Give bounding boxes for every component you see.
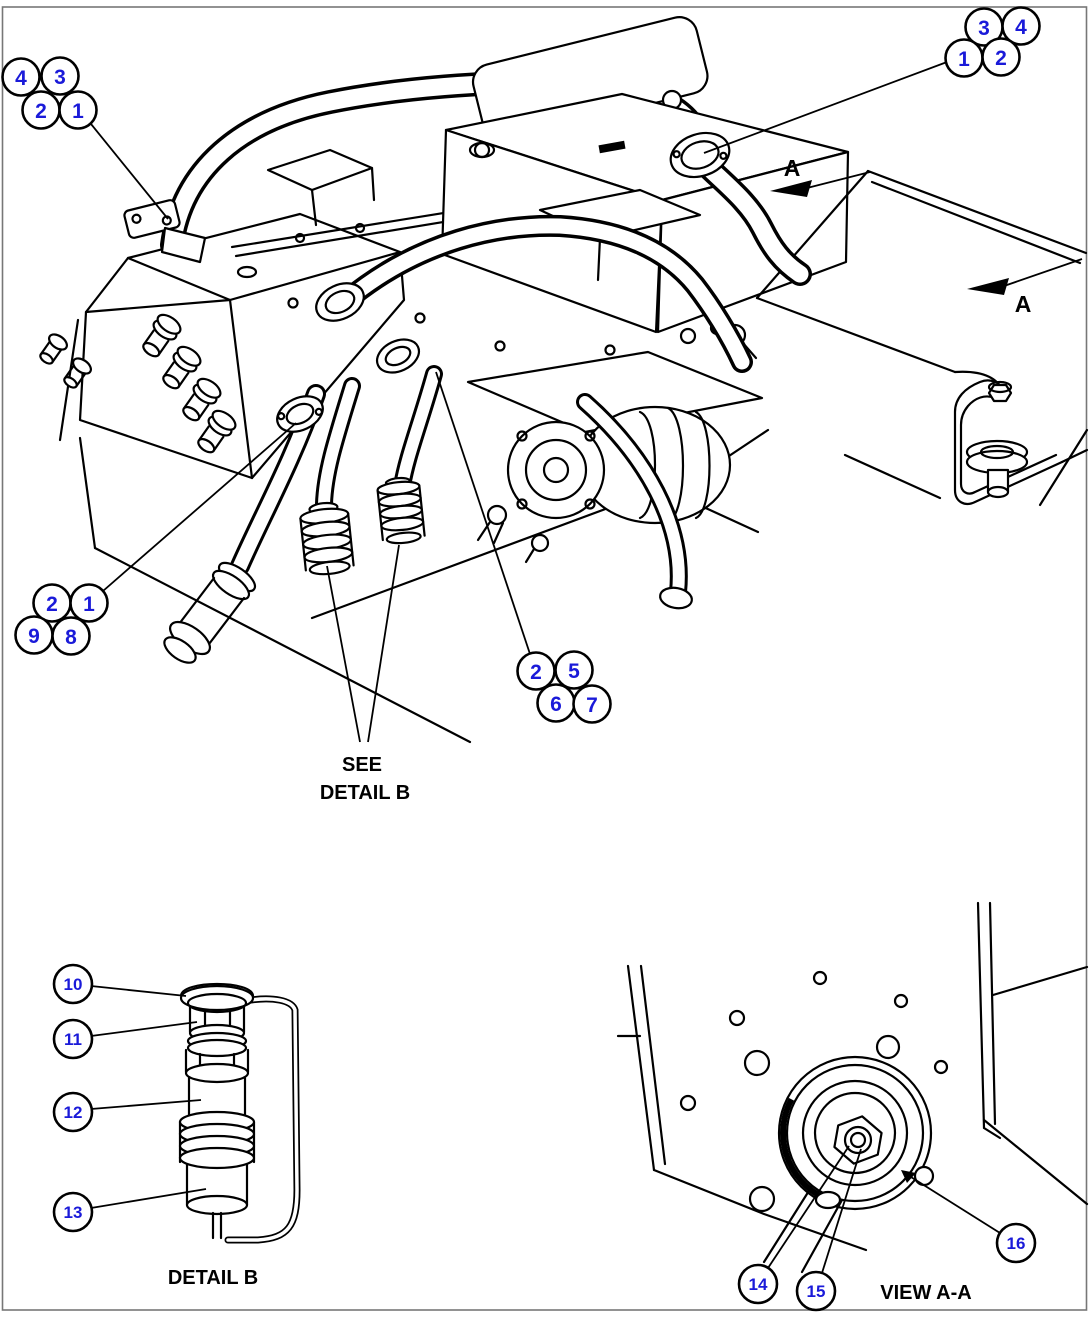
svg-text:4: 4: [15, 67, 27, 90]
hose-end-fitting: [163, 561, 257, 664]
flange-c: [276, 395, 324, 433]
see-detail-b-note: SEE DETAIL B: [320, 544, 410, 804]
callout-balloon-10[interactable]: 10: [52, 963, 94, 1005]
manifold-block: [39, 199, 406, 480]
callout-balloon-mid-6[interactable]: 6: [536, 683, 576, 723]
mount-bracket: [755, 169, 1089, 507]
hose-a-elbow: [689, 148, 812, 286]
callout-balloon-mid-5[interactable]: 5: [554, 650, 594, 690]
section-label-bottom: A: [1015, 291, 1032, 317]
svg-text:2: 2: [46, 593, 58, 616]
main-assembly-drawing: [39, 16, 1089, 744]
svg-text:14: 14: [749, 1275, 768, 1294]
svg-text:6: 6: [550, 693, 562, 716]
view-aa-caption: VIEW A-A: [880, 1282, 971, 1304]
callout-balloon-12[interactable]: 12: [52, 1091, 94, 1133]
svg-text:3: 3: [978, 17, 990, 40]
svg-text:15: 15: [807, 1282, 826, 1301]
svg-text:13: 13: [64, 1203, 83, 1222]
callout-balloon-mid-7[interactable]: 7: [572, 684, 612, 724]
callout-balloon-tl-1[interactable]: 1: [58, 90, 98, 130]
callout-balloon-14[interactable]: 14: [737, 1263, 779, 1305]
callout-balloon-mid-2[interactable]: 2: [516, 651, 556, 691]
flange-a: [669, 131, 731, 179]
svg-text:11: 11: [64, 1030, 82, 1049]
svg-text:16: 16: [1007, 1234, 1026, 1253]
callout-balloon-15[interactable]: 15: [795, 1270, 837, 1312]
page-border: [1, 6, 1088, 1311]
callout-balloon-13[interactable]: 13: [52, 1191, 94, 1233]
svg-text:3: 3: [54, 66, 66, 89]
section-arrows: A A: [770, 155, 1083, 317]
section-label-top: A: [784, 155, 801, 181]
see-detail-b-line2: DETAIL B: [320, 782, 410, 804]
svg-text:9: 9: [28, 625, 40, 648]
pump: [466, 323, 764, 610]
detail-b-drawing: [178, 982, 301, 1244]
svg-text:7: 7: [586, 694, 598, 717]
see-detail-b-line1: SEE: [342, 754, 382, 776]
hose-e: [393, 365, 443, 495]
callout-balloon-lm-9[interactable]: 9: [14, 615, 54, 655]
section-arrow-top-icon: [770, 180, 812, 197]
section-arrow-bottom-icon: [967, 278, 1009, 295]
callout-balloon-tr-2[interactable]: 2: [981, 37, 1021, 77]
callout-balloon-tl-3[interactable]: 3: [40, 56, 80, 96]
hose-d: [315, 377, 361, 513]
callout-balloon-lm-8[interactable]: 8: [51, 616, 91, 656]
callout-leaders: [90, 61, 1001, 1274]
callout-balloon-tl-2[interactable]: 2: [21, 90, 61, 130]
svg-text:5: 5: [568, 660, 580, 683]
flange-d: [375, 338, 421, 374]
svg-text:1: 1: [72, 100, 84, 123]
svg-text:10: 10: [64, 975, 83, 994]
leader-arrowhead: [901, 1170, 916, 1183]
callout-balloons: 4 3 2 1 3 4 1 2 2 1 9 8 2 5 6 7 10 11 12…: [1, 6, 1041, 1312]
svg-text:1: 1: [958, 48, 970, 71]
svg-text:2: 2: [530, 661, 542, 684]
svg-text:8: 8: [65, 626, 77, 649]
svg-text:2: 2: [35, 100, 47, 123]
callout-balloon-16[interactable]: 16: [995, 1222, 1037, 1264]
callout-balloon-tr-1[interactable]: 1: [944, 38, 984, 78]
callout-balloon-tr-4[interactable]: 4: [1001, 6, 1041, 46]
view-aa-drawing: [616, 901, 1089, 1274]
detail-b-caption: DETAIL B: [168, 1267, 258, 1289]
svg-text:4: 4: [1015, 16, 1027, 39]
breather-strainer-left: [299, 501, 355, 576]
flange-b: [315, 282, 365, 322]
callout-balloon-tl-4[interactable]: 4: [1, 57, 41, 97]
misc-bolts: [236, 265, 616, 356]
breather-strainer-right: [376, 476, 426, 545]
hose-b: [336, 214, 753, 373]
callout-balloon-11[interactable]: 11: [52, 1018, 94, 1060]
svg-text:12: 12: [64, 1103, 83, 1122]
svg-text:2: 2: [995, 47, 1007, 70]
svg-text:1: 1: [83, 593, 95, 616]
callout-balloon-lm-1[interactable]: 1: [69, 583, 109, 623]
